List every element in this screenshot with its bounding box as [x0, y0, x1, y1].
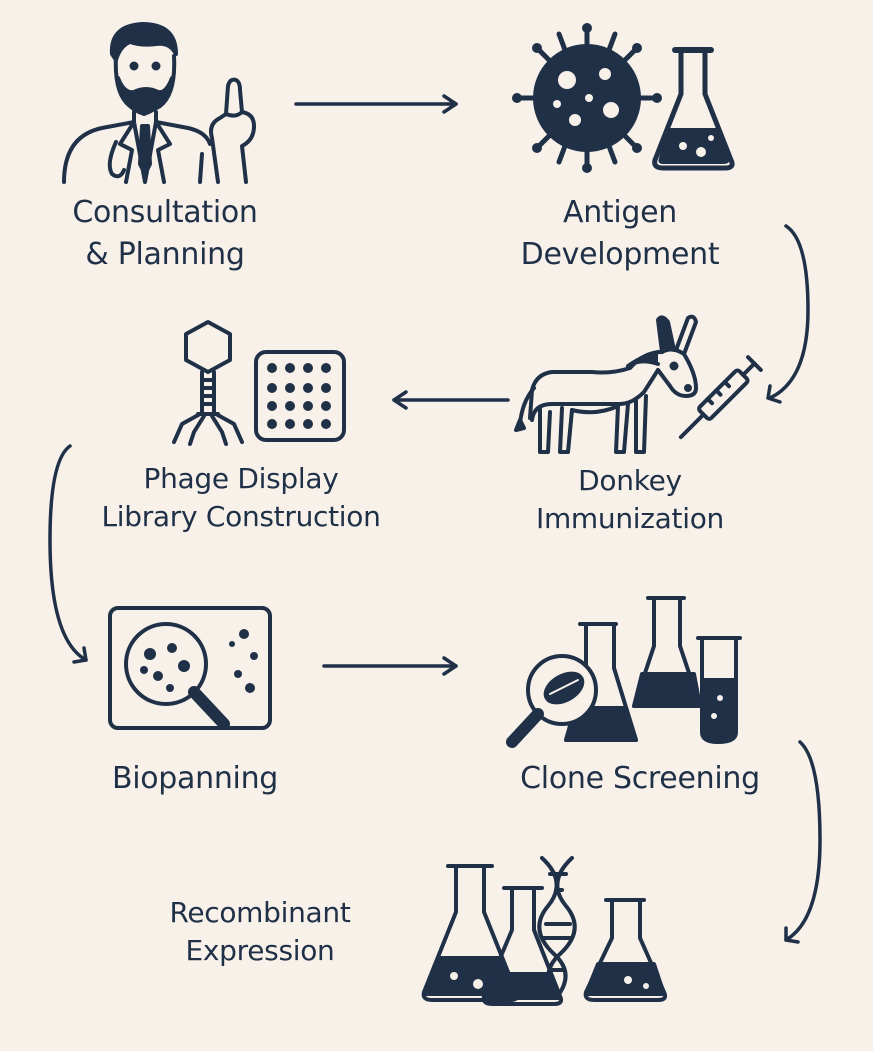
arrow-curve-down-2-icon	[48, 444, 88, 664]
doctor-icon	[50, 14, 270, 184]
magnifier-plate-icon	[106, 604, 276, 746]
arrow-right-2-icon	[322, 656, 458, 676]
step-recombinant-expression: Recombinant Expression	[120, 894, 400, 970]
arrow-curve-down-3-icon	[784, 740, 822, 944]
step-antigen-line-1: Antigen	[562, 195, 678, 230]
arrow-curve-down-1-icon	[766, 224, 810, 404]
step-consultation-line-1: Consultation	[72, 195, 258, 230]
arrow-left-1-icon	[392, 390, 510, 410]
flasks-dna-icon	[418, 852, 688, 1008]
donkey-syringe-icon	[512, 312, 763, 462]
step-consultation-line-2: & Planning	[85, 237, 245, 272]
step-recombinant-line-2: Expression	[185, 934, 335, 967]
step-donkey-immunization: Donkey Immunization	[490, 462, 770, 538]
step-antigen-development: Antigen Development	[470, 192, 770, 276]
step-donkey-line-2: Immunization	[536, 502, 724, 535]
magnifier-flasks-icon	[504, 594, 752, 750]
step-recombinant-line-1: Recombinant	[169, 896, 351, 929]
step-antigen-line-2: Development	[520, 237, 720, 272]
phage-plate-icon	[168, 318, 348, 448]
step-consultation-planning: Consultation & Planning	[20, 192, 310, 276]
step-biopanning-line-1: Biopanning	[111, 761, 279, 796]
step-phage-display-library: Phage Display Library Construction	[66, 460, 416, 536]
step-phage-line-2: Library Construction	[101, 500, 381, 533]
step-phage-line-1: Phage Display	[143, 462, 339, 495]
arrow-right-1-icon	[294, 94, 458, 114]
step-clone-screening: Clone Screening	[480, 758, 800, 800]
step-biopanning: Biopanning	[60, 758, 330, 800]
step-clone-line-1: Clone Screening	[520, 761, 760, 796]
step-donkey-line-1: Donkey	[578, 464, 682, 497]
virus-flask-icon	[512, 23, 745, 174]
